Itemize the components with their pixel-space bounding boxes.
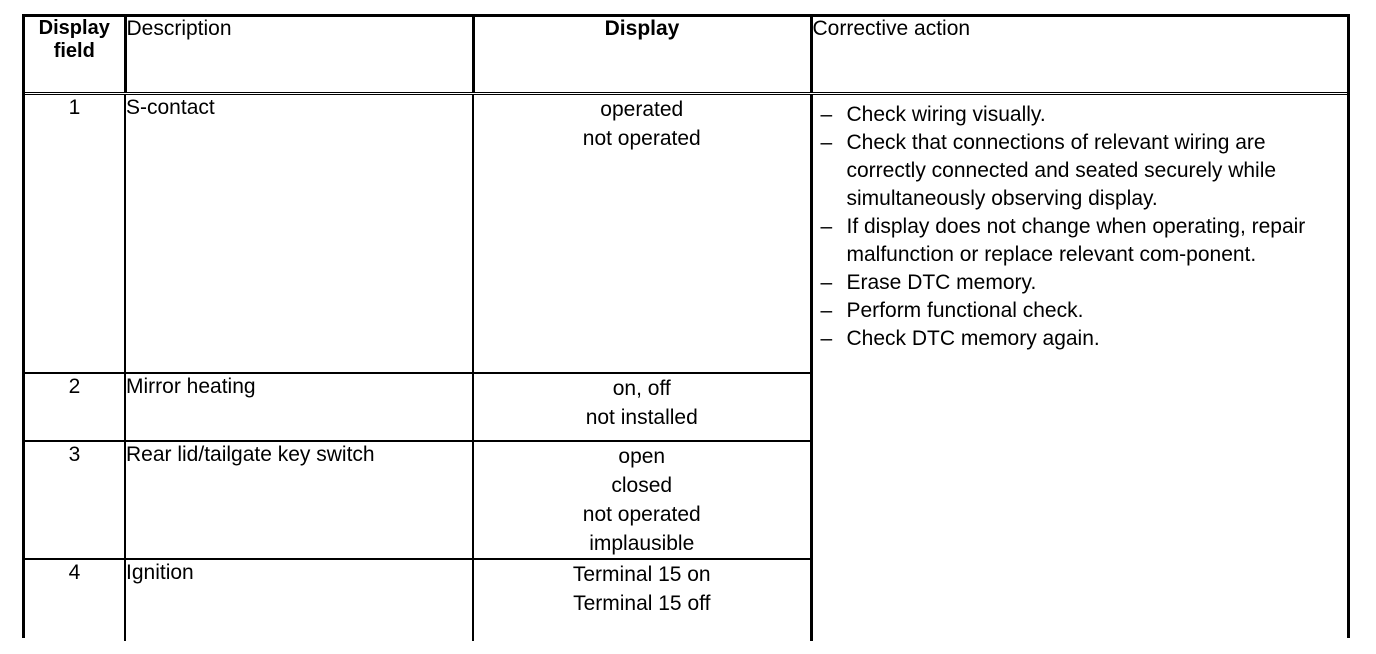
cell-description: Mirror heating (125, 372, 474, 441)
list-item-text: Erase DTC memory. (846, 270, 1037, 294)
cell-display-field: 3 (25, 440, 126, 559)
table-row: 1 S-contact operated not operated –Check… (25, 93, 1347, 641)
list-item: –Check DTC memory again. (821, 325, 1338, 353)
list-item-text: Check DTC memory again. (846, 326, 1100, 350)
bullet-dash-icon: – (820, 214, 833, 238)
bullet-dash-icon: – (820, 326, 833, 350)
display-value: not operated (582, 126, 701, 150)
header-row: Display field Description Display Correc… (25, 17, 1347, 95)
corrective-action-content: –Check wiring visually. –Check that conn… (813, 95, 1348, 353)
display-value: not installed (585, 406, 698, 429)
column-header-display-field: Display field (25, 17, 127, 95)
cell-description: Ignition (125, 558, 474, 641)
table-header: Display field Description Display Correc… (25, 17, 1347, 95)
display-value: implausible (589, 532, 695, 555)
list-item-text: If display does not change when operatin… (846, 214, 1306, 266)
cell-display-field: 4 (25, 558, 126, 641)
list-item: –Check wiring visually. (821, 101, 1338, 129)
display-value: Terminal 15 on (572, 563, 711, 586)
table-row: 3 Rear lid/tailgate key switch open clos… (25, 440, 1347, 559)
cell-display-values: Terminal 15 on Terminal 15 off (473, 558, 812, 641)
display-value: not operated (582, 503, 701, 526)
column-header-display-field-line2: field (53, 40, 95, 62)
display-value: open (618, 445, 666, 468)
table-body: 1 S-contact operated not operated –Check… (25, 93, 1347, 641)
list-item: –Erase DTC memory. (821, 269, 1338, 297)
cell-display-field: 2 (25, 372, 126, 441)
table-row: 2 Mirror heating on, off not installed (25, 372, 1347, 441)
cell-display-values: operated not operated (473, 93, 812, 373)
diagnostic-table-container: Display field Description Display Correc… (22, 14, 1350, 641)
list-item-text: Perform functional check. (846, 298, 1084, 322)
bullet-dash-icon: – (820, 130, 833, 154)
cell-display-values: on, off not installed (473, 372, 812, 441)
column-header-display-field-line1: Display (38, 17, 110, 39)
display-value: Terminal 15 off (573, 592, 711, 615)
diagnostic-table: Display field Description Display Correc… (25, 17, 1347, 641)
list-item: –Check that connections of relevant wiri… (821, 129, 1338, 213)
list-item-text: Check wiring visually. (846, 102, 1046, 126)
corrective-action-list: –Check wiring visually. –Check that conn… (821, 101, 1338, 353)
display-value: operated (600, 97, 684, 121)
column-header-corrective-action: Corrective action (811, 17, 1347, 95)
list-item: –Perform functional check. (821, 297, 1338, 325)
cell-description: Rear lid/tailgate key switch (125, 440, 474, 559)
column-header-description: Description (125, 17, 475, 95)
display-value: closed (611, 474, 673, 497)
cell-display-values: open closed not operated implausible (473, 440, 812, 559)
list-item-text: Check that connections of relevant wirin… (846, 130, 1277, 210)
cell-corrective-action: –Check wiring visually. –Check that conn… (809, 93, 1348, 641)
bullet-dash-icon: – (820, 298, 833, 322)
bullet-dash-icon: – (820, 102, 833, 126)
bullet-dash-icon: – (820, 270, 833, 294)
table-row: 4 Ignition Terminal 15 on Terminal 15 of… (25, 558, 1347, 641)
cell-description: S-contact (125, 93, 474, 373)
column-header-display: Display (473, 17, 813, 95)
display-value: on, off (612, 377, 671, 400)
list-item: –If display does not change when operati… (821, 213, 1338, 269)
cell-display-field: 1 (25, 93, 126, 373)
